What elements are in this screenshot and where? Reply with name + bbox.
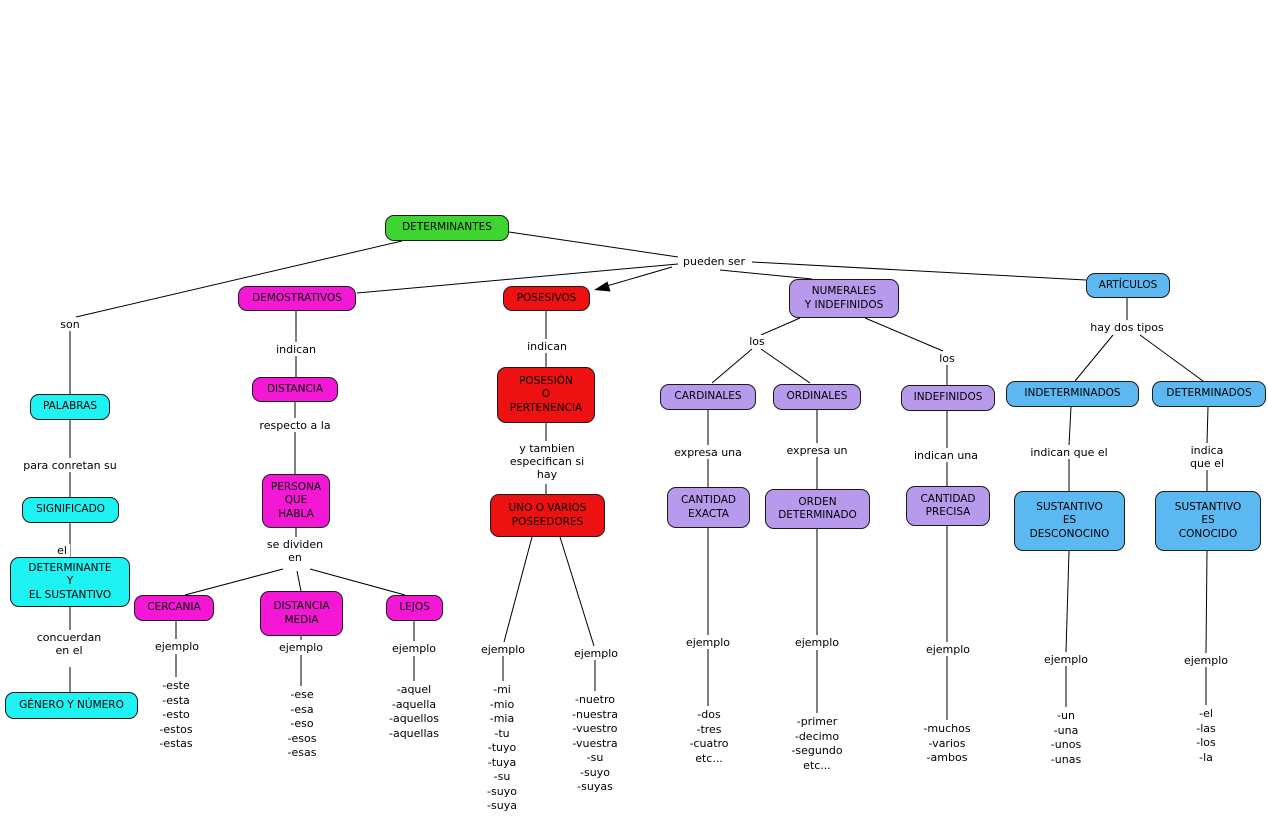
node-determinados[interactable]: DETERMINADOS	[1152, 381, 1266, 407]
node-uno-o-varios-poseedores[interactable]: UNO O VARIOS POSEEDORES	[490, 494, 605, 537]
edge-label-ejemplo-cercania: ejemplo	[151, 640, 203, 654]
edge-label-expresa-una: expresa una	[671, 446, 745, 460]
edge-label-se-dividen-en: se dividen en	[263, 538, 327, 565]
edge-label-ejemplo-indeterminados: ejemplo	[1040, 653, 1092, 667]
node-indeterminados[interactable]: INDETERMINADOS	[1006, 381, 1139, 407]
node-determinantes[interactable]: DETERMINANTES	[385, 215, 509, 241]
edge-label-indica-que-el: indica que el	[1176, 444, 1238, 471]
edge-label-los-der: los	[936, 352, 958, 366]
arrowhead-posesivos	[594, 281, 611, 292]
node-distancia[interactable]: DISTANCIA	[252, 377, 338, 402]
edge-label-ejemplo-determinados: ejemplo	[1180, 654, 1232, 668]
edge-label-concuerdan-en-el: concuerdan en el	[33, 631, 105, 658]
edge-label-ejemplo-pos-uno: ejemplo	[477, 643, 529, 657]
node-genero-numero[interactable]: GÉNERO Y NÚMERO	[5, 692, 138, 719]
edge-label-indican-dem: indican	[273, 343, 319, 357]
node-determinante-sustantivo[interactable]: DETERMINANTE Y EL SUSTANTIVO	[10, 557, 130, 607]
edge-label-ejemplo-lejos: ejemplo	[388, 642, 440, 656]
example-list-indeterminados: -un-una-unos-unas	[1050, 709, 1082, 766]
edge-label-hay-dos-tipos: hay dos tipos	[1087, 321, 1167, 335]
example-list-cercania: -este-esta-esto-estos-estas	[159, 679, 193, 750]
edge-label-ejemplo-pos-varios: ejemplo	[570, 647, 622, 661]
node-cardinales[interactable]: CARDINALES	[660, 384, 756, 410]
example-list-posesivos-uno: -mi-mio-mia-tu-tuyo-tuya-su-suyo-suya	[487, 683, 517, 812]
node-demostrativos[interactable]: DEMOSTRATIVOS	[238, 286, 356, 311]
node-numerales-indefinidos[interactable]: NUMERALES Y INDEFINIDOS	[789, 279, 899, 318]
edge-label-ejemplo-dmedia: ejemplo	[275, 641, 327, 655]
node-orden-determinado[interactable]: ORDEN DETERMINADO	[765, 489, 870, 529]
node-cantidad-precisa[interactable]: CANTIDAD PRECISA	[906, 486, 990, 526]
edge-label-y-tambien: y tambien especifican si hay	[506, 442, 588, 482]
example-list-indefinidos: -muchos-varios-ambos	[923, 722, 971, 764]
edge-label-para-conretan-su: para conretan su	[20, 459, 120, 473]
node-cantidad-exacta[interactable]: CANTIDAD EXACTA	[667, 487, 750, 528]
node-cercania[interactable]: CERCANIA	[134, 595, 214, 621]
edge-label-respecto-a-la: respecto a la	[256, 419, 334, 433]
example-list-posesivos-varios: -nuetro-nuestra-vuestro-vuestra-su-suyo-…	[572, 693, 618, 793]
edge-label-son: son	[57, 318, 83, 332]
example-list-distancia-media: -ese-esa-eso-esos-esas	[287, 688, 317, 759]
node-ordinales[interactable]: ORDINALES	[773, 384, 861, 410]
node-articulos[interactable]: ARTÍCULOS	[1086, 273, 1170, 298]
edge-label-ejemplo-ordinales: ejemplo	[791, 636, 843, 650]
edge-label-ejemplo-cardinales: ejemplo	[682, 636, 734, 650]
node-indefinidos[interactable]: INDEFINIDOS	[901, 385, 995, 411]
edge-label-indican-que-el: indican que el	[1027, 446, 1111, 460]
node-lejos[interactable]: LEJOS	[386, 595, 443, 621]
node-posesivos[interactable]: POSESIVOS	[503, 286, 590, 311]
example-list-lejos: -aquel-aquella-aquellos-aquellas	[388, 683, 440, 740]
edge-label-expresa-un: expresa un	[783, 444, 851, 458]
edge-label-el: el	[54, 544, 70, 558]
edge-label-los-izq: los	[746, 335, 768, 349]
node-palabras[interactable]: PALABRAS	[30, 394, 110, 420]
edge-label-indican-pos: indican	[524, 340, 570, 354]
example-list-determinados: -el-las-los-la	[1196, 707, 1216, 764]
edge-label-pueden-ser: pueden ser	[680, 255, 748, 269]
node-significado[interactable]: SIGNIFICADO	[22, 497, 119, 523]
edge-label-ejemplo-indefinidos: ejemplo	[922, 643, 974, 657]
node-persona-que-habla[interactable]: PERSONA QUE HABLA	[262, 474, 330, 528]
node-distancia-media[interactable]: DISTANCIA MEDIA	[260, 591, 343, 636]
node-sustantivo-conocido[interactable]: SUSTANTIVO ES CONOCIDO	[1155, 491, 1261, 551]
edge-label-indican-una: indican una	[910, 449, 982, 463]
node-posesion-pertenencia[interactable]: POSESIÓN O PERTENENCIA	[497, 367, 595, 423]
node-sustantivo-desconocido[interactable]: SUSTANTIVO ES DESCONOCINO	[1014, 491, 1125, 551]
